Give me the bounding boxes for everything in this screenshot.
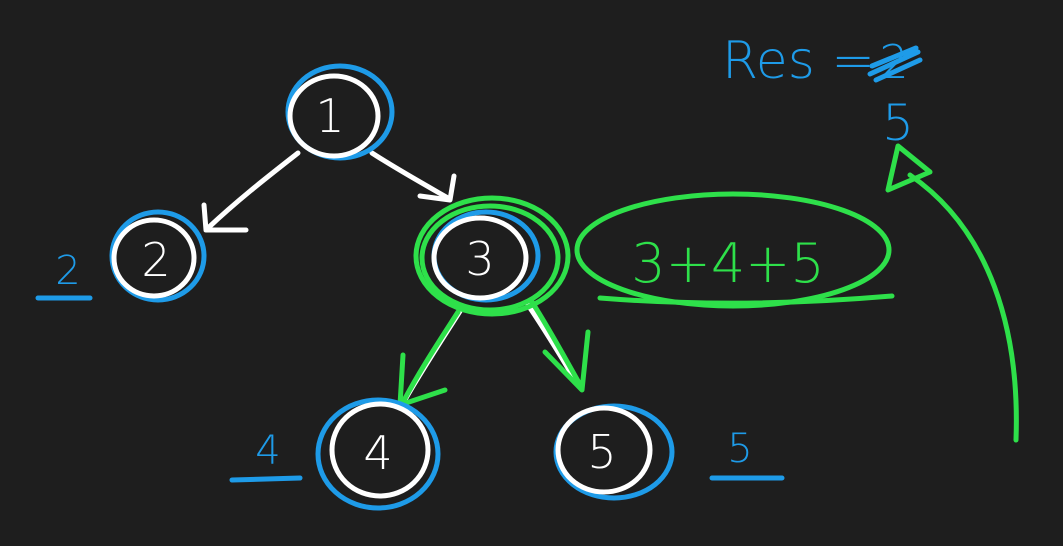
node-3-green-ring-outer	[413, 195, 571, 317]
node-4-circle	[329, 401, 431, 499]
tree-node-5: 5	[553, 403, 675, 501]
result-annotation: Res = 2 5	[722, 31, 923, 152]
result-update-arrowhead	[885, 143, 933, 193]
node-5-label: 5	[587, 425, 616, 479]
tree-node-4: 4	[315, 397, 441, 511]
arrowhead-3-5	[542, 329, 591, 393]
edge-line-3-5-green	[529, 299, 585, 391]
edge-1-to-3	[369, 150, 457, 203]
node-4-blue-ring	[315, 397, 441, 511]
node-3-circle	[431, 215, 529, 301]
tree-node-2: 2	[109, 209, 207, 303]
arrowhead-1-3	[417, 173, 457, 203]
node-4-label: 4	[363, 426, 392, 480]
tree-node-3: 3	[413, 195, 571, 317]
sum-expression-annotation: 3+4+5	[574, 191, 895, 309]
node-1-label: 1	[315, 89, 344, 143]
sum-expression-text: 3+4+5	[631, 232, 825, 295]
res-old-value-strikethrough	[867, 45, 923, 83]
node-5-value-annotation: 5	[709, 426, 785, 481]
tree-node-1: 1	[285, 63, 395, 161]
sum-expression-ellipse	[574, 191, 892, 309]
result-update-arrow-line	[907, 172, 1019, 443]
sum-expression-underline	[597, 293, 895, 306]
node-2-value-annotation: 2	[35, 248, 93, 301]
edge-3-to-4	[397, 305, 465, 408]
edge-1-to-2	[201, 150, 301, 233]
node-5-circle	[555, 405, 653, 495]
arrowhead-1-2	[201, 202, 249, 233]
node-2-value: 2	[55, 248, 80, 294]
node-3-green-ring-inner	[419, 203, 561, 313]
node-4-value-annotation: 4	[229, 428, 303, 483]
node-4-value-underline	[229, 475, 303, 483]
edge-line-3-5	[525, 302, 581, 388]
node-2-label: 2	[141, 233, 170, 287]
edge-3-to-5	[525, 299, 591, 393]
result-update-arrow	[885, 143, 1019, 443]
res-label: Res =	[722, 31, 875, 91]
edge-line-3-4-green	[399, 309, 461, 407]
node-1-circle	[287, 73, 381, 159]
node-2-circle	[111, 217, 197, 299]
edge-line-1-3	[369, 150, 451, 201]
node-5-value: 5	[727, 426, 752, 472]
node-4-value: 4	[255, 428, 280, 474]
edge-line-1-2	[205, 150, 301, 231]
res-new-value: 5	[882, 94, 914, 152]
node-3-label: 3	[465, 232, 494, 286]
